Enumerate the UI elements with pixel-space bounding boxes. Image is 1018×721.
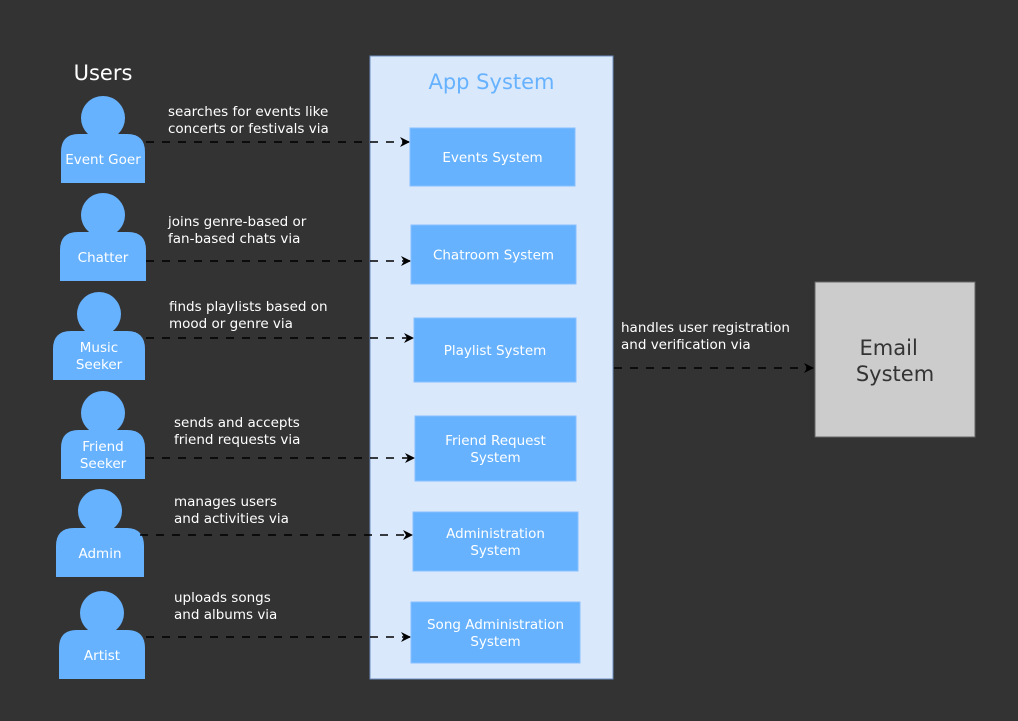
actor-label-line: Chatter (78, 250, 129, 266)
email-edge-label-line-1: handles user registration (621, 320, 790, 336)
subsystem-label-line: System (470, 450, 520, 466)
actor-label-line: Admin (78, 546, 121, 562)
edge-label-line: searches for events like (168, 104, 328, 120)
email-system-box: Email System (814, 281, 976, 438)
subsystem-label-chatroom: Chatroom System (433, 248, 554, 264)
edge-label-line: and albums via (174, 607, 277, 623)
edge-label-line: finds playlists based on (169, 299, 328, 315)
edge-label-line: friend requests via (174, 432, 300, 448)
subsystem-events: Events System (409, 127, 576, 187)
subsystem-label-line: Playlist System (444, 343, 547, 359)
actor-head (80, 591, 124, 635)
actor-label-line: Artist (84, 648, 120, 664)
actor-body (61, 430, 145, 479)
email-system-label-line-2: System (856, 362, 934, 386)
actor-body (53, 331, 145, 380)
actor-head (77, 292, 121, 336)
edge-label-line: concerts or festivals via (168, 121, 329, 137)
actor-head (78, 489, 122, 533)
edge-label-line: sends and accepts (174, 415, 300, 431)
actor-label-artist: Artist (84, 648, 120, 664)
actor-body (61, 134, 145, 183)
actor-label-event-goer: Event Goer (65, 152, 141, 168)
actor-label-line: Music (80, 340, 118, 356)
actor-label-line: Event Goer (65, 152, 141, 168)
subsystem-chatroom: Chatroom System (410, 224, 577, 285)
actor-admin: Admin (56, 489, 144, 577)
subsystem-box (409, 127, 576, 187)
actor-label-line: Seeker (80, 456, 127, 472)
app-system-title: App System (428, 70, 554, 94)
actor-label-line: Seeker (76, 357, 123, 373)
subsystem-label-line: System (470, 543, 520, 559)
actor-label-line: Friend (82, 439, 124, 455)
subsystem-playlist: Playlist System (413, 317, 577, 383)
subsystem-label-line: Song Administration (427, 617, 564, 633)
edge-label-line: mood or genre via (169, 316, 293, 332)
subsystem-label-line: System (470, 634, 520, 650)
actor-head (81, 193, 125, 237)
edge-label-line: joins genre-based or (167, 214, 307, 230)
actor-label-admin: Admin (78, 546, 121, 562)
subsystem-label-line: Events System (442, 150, 542, 166)
actor-head (81, 96, 125, 140)
edge-label-line: and activities via (174, 511, 289, 527)
subsystem-label-playlist: Playlist System (444, 343, 547, 359)
email-edge: handles user registration and verificati… (614, 320, 814, 373)
actor-body (56, 528, 144, 577)
subsystem-box (413, 317, 577, 383)
subsystem-box (412, 511, 579, 572)
email-edge-label-line-2: and verification via (621, 337, 751, 353)
actor-body (59, 630, 145, 679)
actor-head (81, 391, 125, 435)
subsystem-label-line: Administration (446, 526, 545, 542)
subsystem-box (410, 601, 581, 664)
email-edge-label: handles user registration and verificati… (621, 320, 794, 353)
actor-chatter: Chatter (60, 193, 146, 281)
actor-event-goer: Event Goer (61, 96, 145, 183)
subsystem-label-events: Events System (442, 150, 542, 166)
subsystem-box (410, 224, 577, 285)
email-system-label-line-1: Email (860, 336, 918, 360)
users-title: Users (74, 61, 133, 85)
actor-label-chatter: Chatter (78, 250, 129, 266)
subsystem-label-line: Friend Request (445, 433, 546, 449)
edge-label-line: uploads songs (174, 590, 271, 606)
subsystem-box (414, 415, 577, 482)
subsystem-label-line: Chatroom System (433, 248, 554, 264)
edge-label-line: manages users (174, 494, 277, 510)
actor-body (60, 232, 146, 281)
actor-artist: Artist (59, 591, 145, 679)
edge-label-line: fan-based chats via (168, 231, 300, 247)
email-system-label: Email System (856, 336, 934, 386)
